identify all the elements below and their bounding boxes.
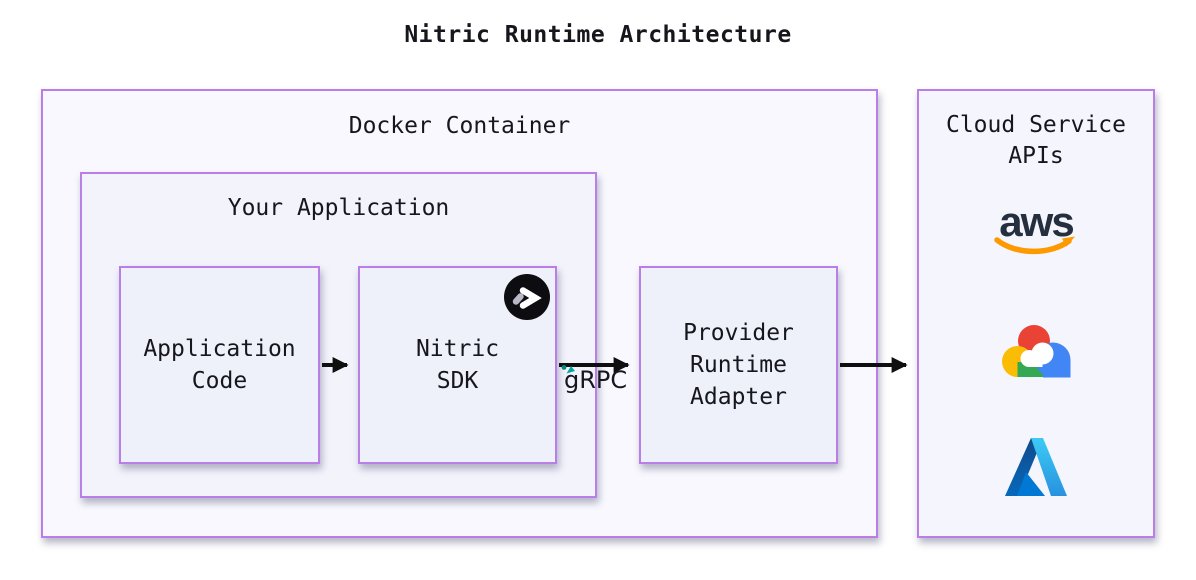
provider-label-line2: Runtime — [690, 352, 787, 378]
cloud-service-apis-label: Cloud Service APIs — [917, 110, 1155, 172]
nitric-sdk-label-line2: SDK — [436, 368, 479, 394]
cloud-service-apis-box — [917, 89, 1155, 538]
nitric-sdk-box: Nitric SDK — [358, 266, 557, 464]
aws-logo: aws — [917, 201, 1155, 264]
grpc-needle-icon — [561, 365, 575, 374]
google-cloud-icon — [1002, 325, 1071, 378]
application-code-label-line1: Application — [143, 336, 296, 362]
provider-label-line1: Provider — [683, 320, 794, 346]
application-code-box: Application Code — [119, 266, 320, 464]
grpc-label: gRPC — [564, 366, 628, 394]
cloud-label-line1: Cloud Service — [945, 112, 1126, 138]
docker-container-label: Docker Container — [348, 113, 571, 139]
aws-smile-arrow-icon — [994, 236, 1075, 255]
grpc-label-group: gRPC — [560, 363, 640, 399]
google-cloud-logo — [917, 320, 1155, 388]
provider-runtime-adapter-box: Provider Runtime Adapter — [639, 266, 838, 464]
azure-icon — [1005, 438, 1067, 496]
your-application-label: Your Application — [227, 195, 450, 221]
azure-logo — [917, 436, 1155, 502]
diagram-title: Nitric Runtime Architecture — [404, 22, 792, 48]
nitric-sdk-label-line1: Nitric — [415, 336, 500, 362]
cloud-label-line2: APIs — [1008, 143, 1064, 169]
application-code-label-line2: Code — [191, 368, 248, 394]
nitric-logo-icon — [504, 274, 550, 320]
provider-label-line3: Adapter — [690, 384, 787, 410]
aws-wordmark: aws — [999, 198, 1074, 245]
